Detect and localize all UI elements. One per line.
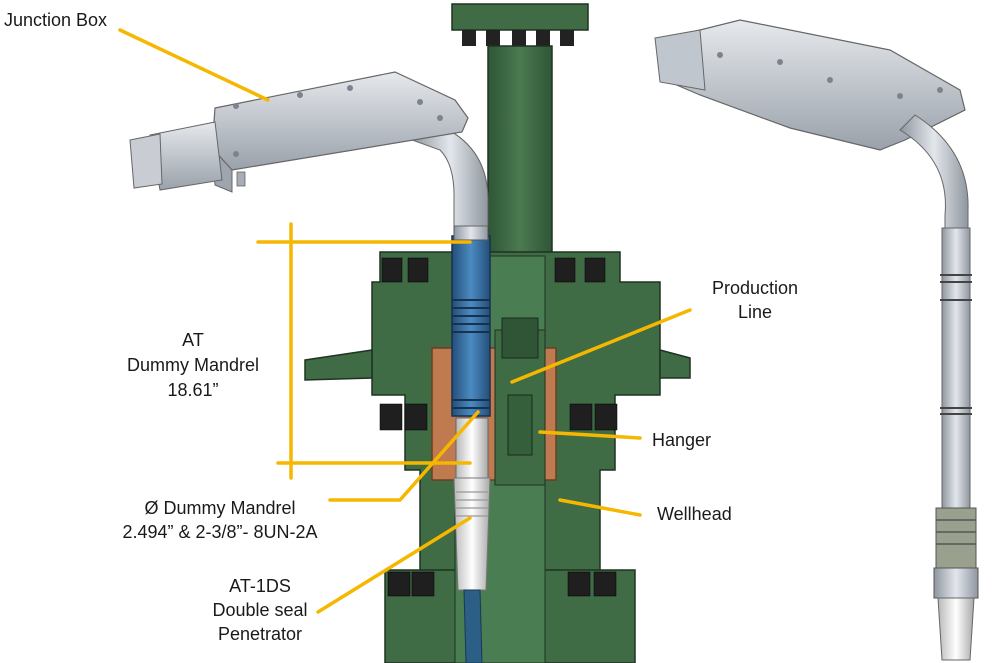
production-line-label: Production Line bbox=[690, 276, 820, 324]
dia-dummy-mandrel-line2: 2.494” & 2-3/8”- 8UN-2A bbox=[122, 522, 318, 542]
dia-dummy-mandrel-line1: Ø Dummy Mandrel bbox=[144, 498, 296, 518]
junction-box-right bbox=[654, 19, 979, 661]
callout-junction-box bbox=[118, 28, 270, 102]
penetrator-line3: Penetrator bbox=[217, 624, 303, 644]
hanger-label: Hanger bbox=[652, 430, 712, 450]
junction-box-left bbox=[129, 71, 489, 227]
callout-dummy-mandrel bbox=[328, 410, 480, 502]
at-dummy-mandrel-line3: 18.61” bbox=[167, 380, 219, 400]
penetrator-line2: Double seal bbox=[212, 600, 308, 620]
production-line-label-line1: Production bbox=[711, 278, 799, 298]
wellhead-label: Wellhead bbox=[657, 504, 732, 524]
production-line-label-line2: Line bbox=[737, 302, 773, 322]
dummy-mandrel bbox=[451, 225, 491, 417]
dia-dummy-mandrel-label: Ø Dummy Mandrel 2.494” & 2-3/8”- 8UN-2A bbox=[100, 496, 340, 544]
callout-wellhead bbox=[558, 498, 642, 517]
penetrator-label: AT-1DS Double seal Penetrator bbox=[190, 574, 330, 646]
callout-production-line bbox=[510, 308, 692, 384]
at-dummy-mandrel-line2: Dummy Mandrel bbox=[126, 355, 260, 375]
callout-lines bbox=[118, 28, 692, 614]
junction-box-label: Junction Box bbox=[4, 10, 108, 30]
penetrator bbox=[453, 417, 491, 663]
callout-penetrator bbox=[316, 516, 472, 614]
at-dummy-mandrel-line1: AT bbox=[182, 330, 204, 350]
callout-hanger bbox=[538, 430, 642, 440]
penetrator-line1: AT-1DS bbox=[229, 576, 291, 596]
at-dummy-mandrel-label: AT Dummy Mandrel 18.61” bbox=[118, 328, 268, 403]
